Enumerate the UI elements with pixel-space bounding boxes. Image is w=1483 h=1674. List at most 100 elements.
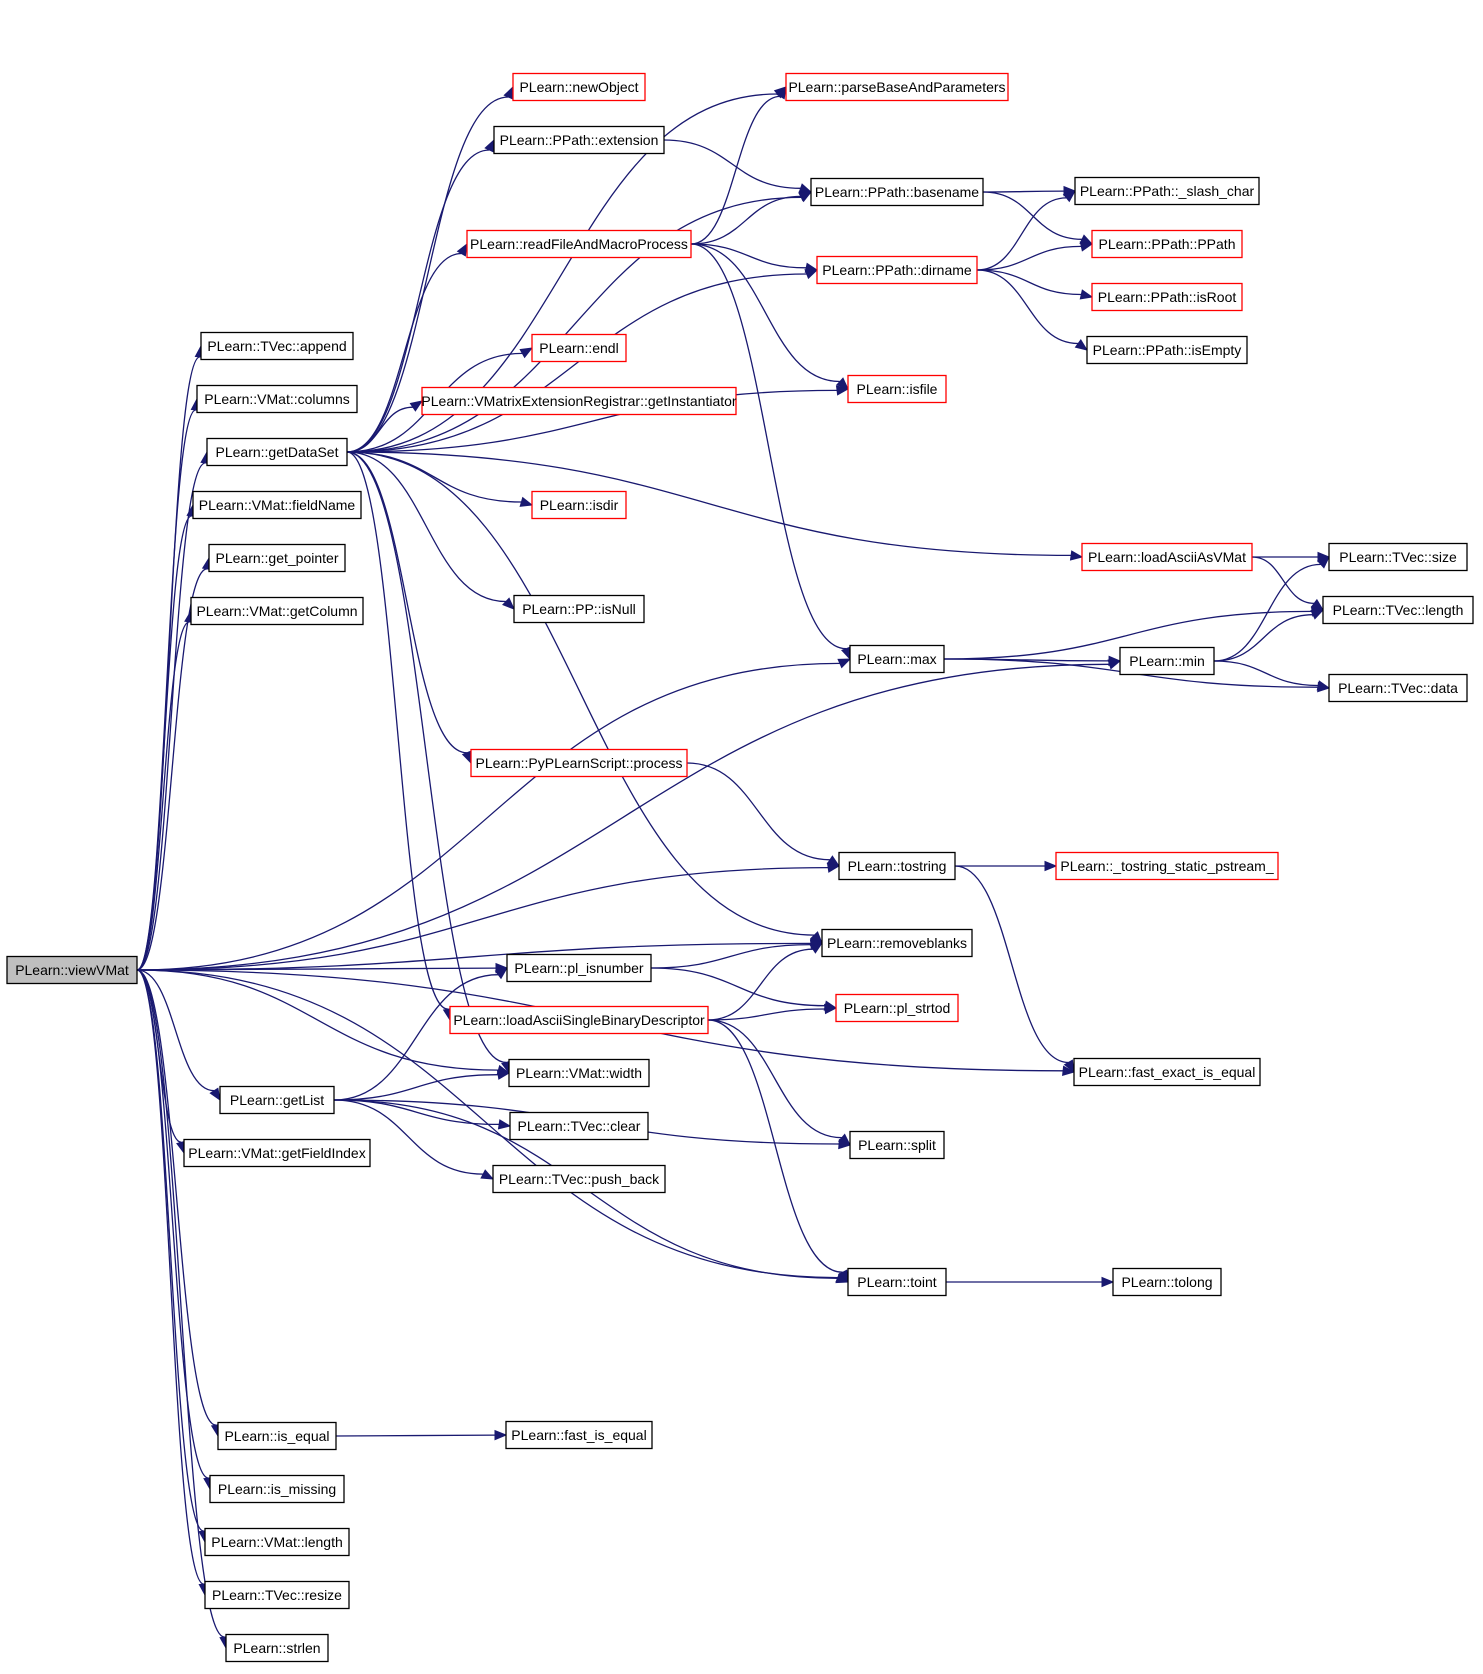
edge-getDataSet-to-readFile xyxy=(346,242,468,453)
node-getFieldIndex[interactable]: PLearn::VMat::getFieldIndex xyxy=(183,1138,371,1168)
node-basename[interactable]: PLearn::PPath::basename xyxy=(810,177,984,207)
node-columns[interactable]: PLearn::VMat::columns xyxy=(196,384,358,414)
node-is_missing[interactable]: PLearn::is_missing xyxy=(209,1474,345,1504)
node-box xyxy=(1322,595,1474,625)
node-box xyxy=(225,1633,329,1663)
edge-viewVMat-to-getDataSet xyxy=(136,450,211,971)
node-label: PLearn::PP::isNull xyxy=(522,601,636,617)
node-label: PLearn::PPath::dirname xyxy=(822,262,972,278)
edge-getList-to-push_back xyxy=(333,1099,495,1180)
node-fieldName[interactable]: PLearn::VMat::fieldName xyxy=(192,490,362,520)
node-label: PLearn::readFileAndMacroProcess xyxy=(470,236,688,252)
node-tvsize[interactable]: PLearn::TVec::size xyxy=(1328,542,1468,572)
node-tvdata[interactable]: PLearn::TVec::data xyxy=(1328,673,1468,703)
edge-is_equal-to-fast_is_equal xyxy=(335,1429,508,1441)
edge-readFile-to-dirname xyxy=(690,243,819,273)
node-label: PLearn::newObject xyxy=(519,79,638,95)
node-is_equal[interactable]: PLearn::is_equal xyxy=(217,1421,337,1451)
node-split[interactable]: PLearn::split xyxy=(849,1130,945,1160)
node-label: PLearn::VMatrixExtensionRegistrar::getIn… xyxy=(421,393,736,409)
node-fast_is_equal[interactable]: PLearn::fast_is_equal xyxy=(505,1420,653,1450)
node-label: PLearn::pl_strtod xyxy=(844,1000,951,1016)
node-pl_strtod[interactable]: PLearn::pl_strtod xyxy=(835,993,959,1023)
node-viewVMat[interactable]: PLearn::viewVMat xyxy=(6,955,138,985)
edge-viewVMat-to-getList xyxy=(136,969,221,1102)
edge-readFile-to-max xyxy=(690,243,851,661)
node-loadAsciiAsVMat[interactable]: PLearn::loadAsciiAsVMat xyxy=(1081,542,1253,572)
node-pl_isnumber[interactable]: PLearn::pl_isnumber xyxy=(506,953,652,983)
node-toint[interactable]: PLearn::toint xyxy=(847,1267,947,1297)
node-label: PLearn::PPath::_slash_char xyxy=(1080,183,1255,199)
edge-getDataSet-to-removeblanks xyxy=(346,451,823,944)
node-extension[interactable]: PLearn::PPath::extension xyxy=(493,125,665,155)
node-box xyxy=(1119,646,1215,676)
node-label: PLearn::strlen xyxy=(233,1640,320,1656)
edge-readFile-to-basename xyxy=(690,191,813,245)
edge-min-to-tvdata xyxy=(1213,660,1331,691)
node-tostring_static[interactable]: PLearn::_tostring_static_pstream_ xyxy=(1055,851,1279,881)
node-label: PLearn::PPath::isEmpty xyxy=(1093,342,1242,358)
node-slash_char[interactable]: PLearn::PPath::_slash_char xyxy=(1074,176,1260,206)
node-append[interactable]: PLearn::TVec::append xyxy=(200,331,354,361)
edge-dirname-to-isRoot xyxy=(976,269,1094,300)
edge-viewVMat-to-is_missing xyxy=(136,969,214,1491)
node-isEmpty[interactable]: PLearn::PPath::isEmpty xyxy=(1086,335,1248,365)
node-getList[interactable]: PLearn::getList xyxy=(219,1085,335,1115)
node-box xyxy=(505,1420,653,1450)
node-clear[interactable]: PLearn::TVec::clear xyxy=(509,1111,649,1141)
node-box xyxy=(1091,229,1243,259)
node-label: PLearn::getList xyxy=(230,1092,324,1108)
node-width[interactable]: PLearn::VMat::width xyxy=(508,1058,650,1088)
edge-getDataSet-to-isNull xyxy=(346,451,515,610)
node-vmlength[interactable]: PLearn::VMat::length xyxy=(204,1527,350,1557)
node-PPath[interactable]: PLearn::PPath::PPath xyxy=(1091,229,1243,259)
node-push_back[interactable]: PLearn::TVec::push_back xyxy=(492,1164,666,1194)
node-label: PLearn::loadAsciiSingleBinaryDescriptor xyxy=(453,1012,705,1028)
node-fast_exact[interactable]: PLearn::fast_exact_is_equal xyxy=(1073,1057,1261,1087)
node-box xyxy=(209,1474,345,1504)
node-get_pointer[interactable]: PLearn::get_pointer xyxy=(208,543,346,573)
node-newObject[interactable]: PLearn::newObject xyxy=(512,72,646,102)
edge-loadAsciiSBD-to-removeblanks xyxy=(707,942,824,1021)
node-label: PLearn::parseBaseAndParameters xyxy=(788,79,1005,95)
node-box xyxy=(466,229,692,259)
node-dirname[interactable]: PLearn::PPath::dirname xyxy=(816,255,978,285)
edge-getDataSet-to-loadAsciiAsVMat xyxy=(346,451,1084,561)
node-getInstantiator[interactable]: PLearn::VMatrixExtensionRegistrar::getIn… xyxy=(421,386,737,416)
node-box xyxy=(513,594,645,624)
node-box xyxy=(1073,1057,1261,1087)
node-max[interactable]: PLearn::max xyxy=(849,644,945,674)
node-isRoot[interactable]: PLearn::PPath::isRoot xyxy=(1091,282,1243,312)
node-box xyxy=(206,437,348,467)
node-min[interactable]: PLearn::min xyxy=(1119,646,1215,676)
edge-toint-to-tolong xyxy=(946,1276,1115,1288)
nodes-layer: PLearn::viewVMatPLearn::TVec::appendPLea… xyxy=(6,72,1474,1663)
node-getDataSet[interactable]: PLearn::getDataSet xyxy=(206,437,348,467)
node-label: PLearn::PPath::extension xyxy=(500,132,659,148)
node-removeblanks[interactable]: PLearn::removeblanks xyxy=(821,928,973,958)
node-label: PLearn::getDataSet xyxy=(216,444,339,460)
node-isdir[interactable]: PLearn::isdir xyxy=(531,490,627,520)
edge-getDataSet-to-getInstantiator xyxy=(346,400,424,453)
node-tostring[interactable]: PLearn::tostring xyxy=(838,851,956,881)
node-box xyxy=(509,1111,649,1141)
node-label: PLearn::VMat::getColumn xyxy=(196,603,357,619)
node-resize[interactable]: PLearn::TVec::resize xyxy=(204,1580,350,1610)
node-parseBase[interactable]: PLearn::parseBaseAndParameters xyxy=(785,72,1009,102)
edge-getDataSet-to-isfile xyxy=(346,385,850,453)
node-getColumn[interactable]: PLearn::VMat::getColumn xyxy=(190,596,364,626)
node-label: PLearn::tostring xyxy=(848,858,947,874)
node-box xyxy=(219,1085,335,1115)
node-label: PLearn::TVec::clear xyxy=(518,1118,641,1134)
node-endl[interactable]: PLearn::endl xyxy=(531,333,627,363)
node-isNull[interactable]: PLearn::PP::isNull xyxy=(513,594,645,624)
node-tolong[interactable]: PLearn::tolong xyxy=(1112,1267,1222,1297)
node-isfile[interactable]: PLearn::isfile xyxy=(847,374,947,404)
node-box xyxy=(6,955,138,985)
node-loadAsciiSBD[interactable]: PLearn::loadAsciiSingleBinaryDescriptor xyxy=(449,1005,709,1035)
node-tvlength[interactable]: PLearn::TVec::length xyxy=(1322,595,1474,625)
node-box xyxy=(204,1527,350,1557)
node-process[interactable]: PLearn::PyPLearnScript::process xyxy=(470,748,688,778)
node-strlen[interactable]: PLearn::strlen xyxy=(225,1633,329,1663)
node-readFile[interactable]: PLearn::readFileAndMacroProcess xyxy=(466,229,692,259)
